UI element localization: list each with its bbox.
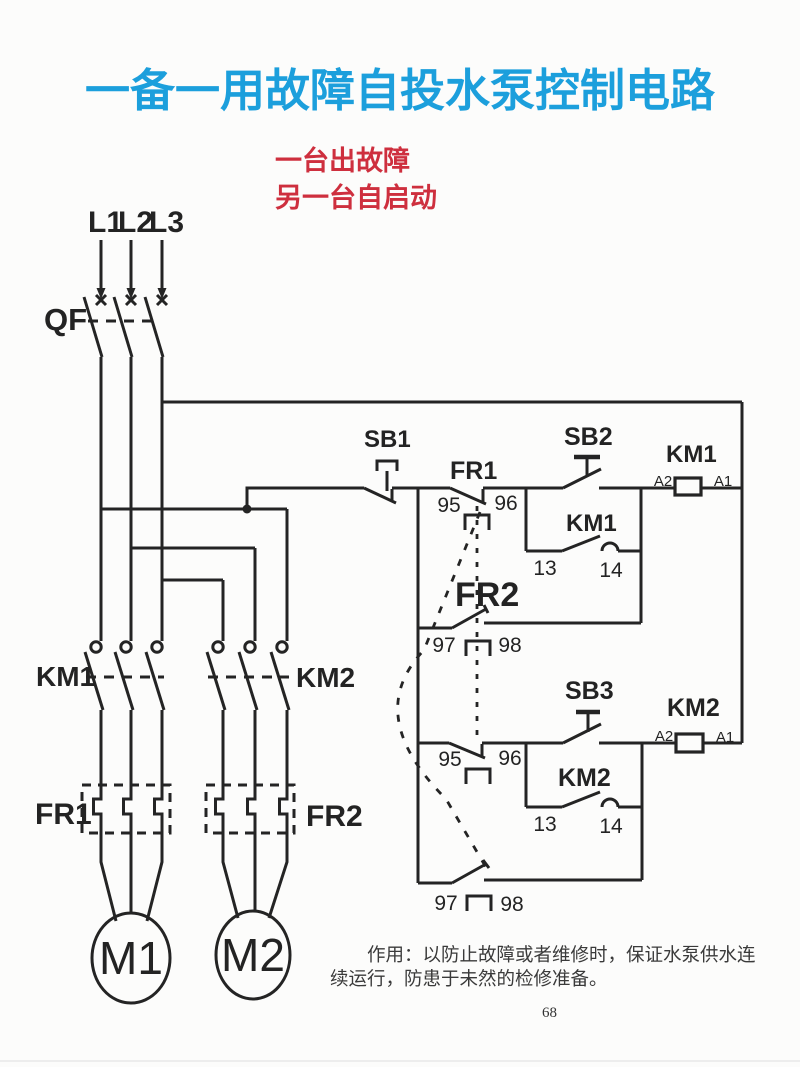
contactor1-main-label: KM1 xyxy=(36,661,95,692)
sb1-label: SB1 xyxy=(364,426,411,453)
terminal-96: 96 xyxy=(498,747,521,770)
terminal-a1: A1 xyxy=(716,729,734,746)
arrowhead-icon xyxy=(96,288,106,299)
terminal-a2: A2 xyxy=(654,473,672,490)
motor-m1: M1 xyxy=(90,833,172,1005)
km1-aux-holding-contact: KM1 13 14 xyxy=(524,488,643,623)
terminal-97: 97 xyxy=(434,892,457,915)
fr2-trip-contact-97-98: FR2 97 98 xyxy=(418,576,641,657)
terminal-95: 95 xyxy=(437,494,460,517)
thermal-contact-icon xyxy=(465,894,493,911)
terminal-96: 96 xyxy=(494,492,517,515)
terminal-13: 13 xyxy=(533,557,556,580)
km1-coil: KM1 A2 A1 xyxy=(654,441,732,497)
page-number: 68 xyxy=(542,1005,557,1021)
sb2-label: SB2 xyxy=(564,423,613,451)
page-bottom-edge xyxy=(0,1060,800,1062)
breaker-label: QF xyxy=(44,302,87,337)
note-line-1: 作用：以防止故障或者维修时，保证水泵供水连 xyxy=(367,946,756,966)
subtitle-line-1: 一台出故障 xyxy=(275,146,410,176)
terminal-14: 14 xyxy=(599,815,623,838)
thermal2-label: FR2 xyxy=(306,800,363,833)
coil-rect xyxy=(674,732,705,754)
arrowhead-icon xyxy=(126,288,136,299)
contactor2-main-label: KM2 xyxy=(296,662,355,693)
thermal-relay-fr1-heaters: FR1 xyxy=(35,783,172,835)
page-title: 一备一用故障自投水泵控制电路 xyxy=(84,65,715,116)
note-line-2: 续运行，防患于未然的检修准备。 xyxy=(330,970,608,990)
coil-rect xyxy=(673,476,703,497)
terminal-97: 97 xyxy=(432,634,455,657)
incoming-phase-labels: L1 L2 L3 xyxy=(88,206,184,239)
fr2-nc-contact-95-96: 95 96 xyxy=(438,741,522,784)
start-button-sb3: SB3 xyxy=(562,677,614,745)
km1-coil-label: KM1 xyxy=(666,441,717,468)
motor2-label: M2 xyxy=(221,929,285,981)
subtitle-line-2: 另一台自启动 xyxy=(275,183,437,213)
motor-circle xyxy=(214,909,292,1001)
fr1-contact-label: FR1 xyxy=(450,457,497,485)
thermal1-label: FR1 xyxy=(35,798,92,831)
terminal-13: 13 xyxy=(533,813,556,836)
fr1-linkage-dashed xyxy=(396,511,489,870)
fr2-contact-label: FR2 xyxy=(455,576,519,614)
thermal-contact-icon xyxy=(464,767,492,784)
pushbutton-cap-icon xyxy=(375,459,399,471)
phase-label-l2: L2 xyxy=(118,206,153,239)
phase-label-l1: L1 xyxy=(88,206,123,239)
stop-button-sb1: SB1 xyxy=(363,426,411,505)
terminal-a2: A2 xyxy=(655,728,673,745)
thermal-box-dashed xyxy=(80,783,172,835)
incoming-phase-arrows xyxy=(96,240,167,299)
km2-coil-label: KM2 xyxy=(667,694,720,722)
contact-dome-icon xyxy=(600,541,620,552)
thermal-box-dashed xyxy=(204,783,296,835)
km2-aux-label: KM2 xyxy=(558,764,611,792)
contactor-km1-main-contacts: KM1 xyxy=(36,640,166,785)
breaker-qf: QF xyxy=(44,293,169,358)
km1-aux-label: KM1 xyxy=(566,510,617,537)
km2-aux-holding-contact: KM2 13 14 xyxy=(524,743,644,880)
sb3-label: SB3 xyxy=(565,677,614,705)
thermal-relay-fr2-heaters: FR2 xyxy=(204,783,363,835)
contactor-km2-main-contacts: KM2 xyxy=(205,640,355,785)
thermal-contact-icon xyxy=(463,513,491,530)
terminal-95: 95 xyxy=(438,748,461,771)
motor1-label: M1 xyxy=(99,932,163,984)
mechanical-linkage-dashed xyxy=(396,506,489,870)
terminal-a1: A1 xyxy=(714,473,732,490)
contact-dome-icon xyxy=(600,797,620,808)
power-bus-lines xyxy=(99,357,744,743)
control-feed-wire xyxy=(245,486,364,509)
fr1-nc-contact-95-96: FR1 95 96 xyxy=(437,457,518,530)
arrowhead-icon xyxy=(157,288,167,299)
phase-label-l3: L3 xyxy=(149,206,184,239)
thermal-contact-icon xyxy=(464,639,492,656)
start-button-sb2: SB2 xyxy=(562,423,613,490)
terminal-14: 14 xyxy=(599,559,623,582)
terminal-98: 98 xyxy=(500,893,523,916)
km2-coil: KM2 A2 A1 xyxy=(655,694,734,754)
fr1-trip-contact-97-98: 97 98 xyxy=(418,859,642,916)
terminal-98: 98 xyxy=(498,634,521,657)
subtitle-annotation: 一台出故障 另一台自启动 xyxy=(275,143,437,217)
motor-circle xyxy=(90,911,172,1005)
motor-m2: M2 xyxy=(214,833,292,1001)
